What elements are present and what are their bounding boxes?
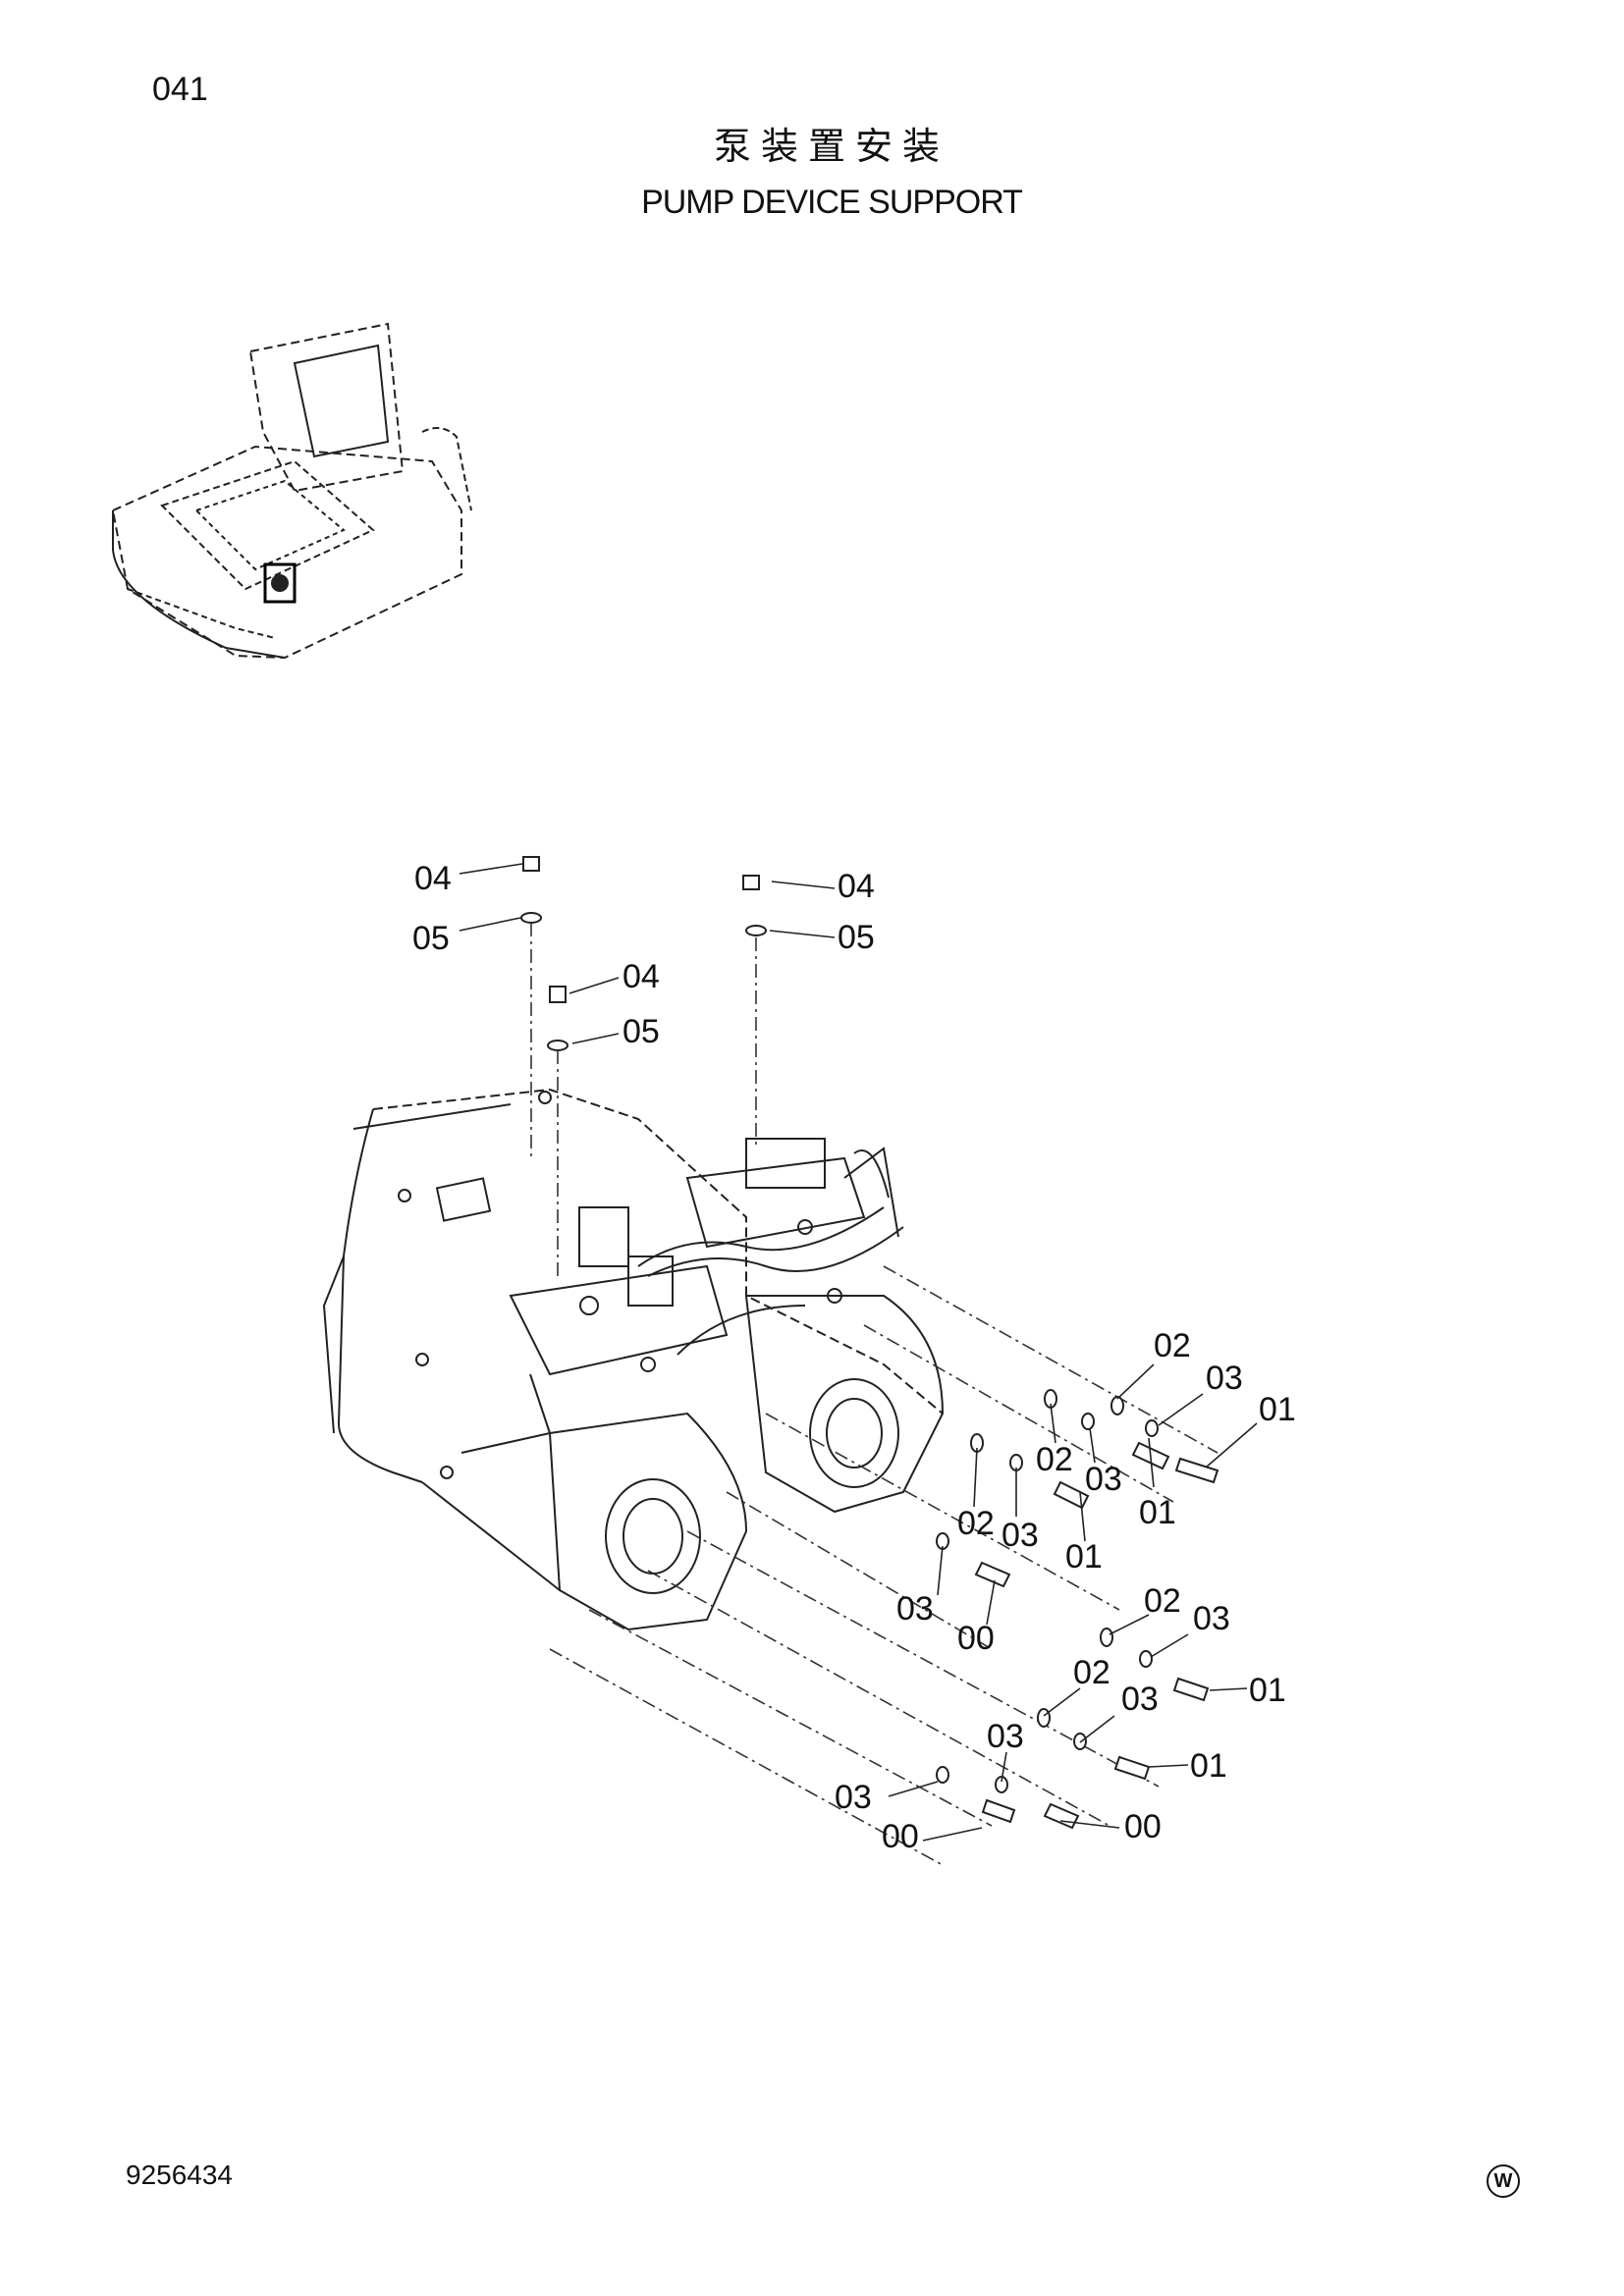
leader-lines bbox=[459, 863, 1258, 1842]
pump-assembly bbox=[322, 1088, 945, 1631]
callout-c8: 03 bbox=[1206, 1360, 1243, 1397]
callout-c10: 02 bbox=[1036, 1441, 1073, 1478]
brand-logo: W bbox=[1487, 2164, 1520, 2198]
callout-c16: 03 bbox=[896, 1590, 934, 1628]
callout-c24: 03 bbox=[987, 1718, 1024, 1755]
callout-c15: 01 bbox=[1065, 1538, 1103, 1575]
title-english: PUMP DEVICE SUPPORT bbox=[641, 184, 1023, 221]
document-number: 9256434 bbox=[126, 2160, 234, 2190]
callout-c21: 02 bbox=[1073, 1654, 1110, 1691]
callout-labels: 04 05 04 05 04 05 02 03 01 02 03 01 02 0… bbox=[412, 860, 1296, 1855]
callout-c20: 01 bbox=[1249, 1672, 1286, 1709]
callout-c19: 03 bbox=[1193, 1600, 1230, 1637]
callout-c22: 03 bbox=[1121, 1681, 1159, 1718]
callout-c23: 01 bbox=[1190, 1747, 1227, 1785]
title-block: 泵装置安装 PUMP DEVICE SUPPORT bbox=[0, 116, 1624, 222]
callout-c9: 01 bbox=[1259, 1391, 1296, 1428]
callout-c26: 00 bbox=[882, 1818, 919, 1855]
plug-hardware bbox=[520, 856, 767, 1051]
callout-c13: 02 bbox=[957, 1505, 995, 1542]
callout-c3: 04 bbox=[838, 868, 875, 905]
callout-c25: 03 bbox=[835, 1779, 872, 1816]
callout-c2: 05 bbox=[412, 920, 450, 957]
callout-c1: 04 bbox=[414, 860, 452, 897]
callout-c14: 03 bbox=[1001, 1517, 1039, 1554]
callout-c11: 03 bbox=[1085, 1461, 1122, 1498]
callout-c12: 01 bbox=[1139, 1494, 1176, 1531]
locator-thumbnail bbox=[111, 322, 472, 660]
assembly-lines bbox=[530, 923, 1218, 1866]
callout-c18: 02 bbox=[1144, 1582, 1181, 1620]
callout-c6: 05 bbox=[623, 1013, 660, 1050]
callout-c17: 00 bbox=[957, 1620, 995, 1657]
page-number: 041 bbox=[152, 71, 208, 108]
callout-c7: 02 bbox=[1154, 1327, 1191, 1364]
callout-c5: 04 bbox=[623, 958, 660, 995]
title-chinese: 泵装置安装 bbox=[713, 125, 949, 168]
callout-c27: 00 bbox=[1124, 1808, 1162, 1845]
callout-c4: 05 bbox=[838, 919, 875, 956]
